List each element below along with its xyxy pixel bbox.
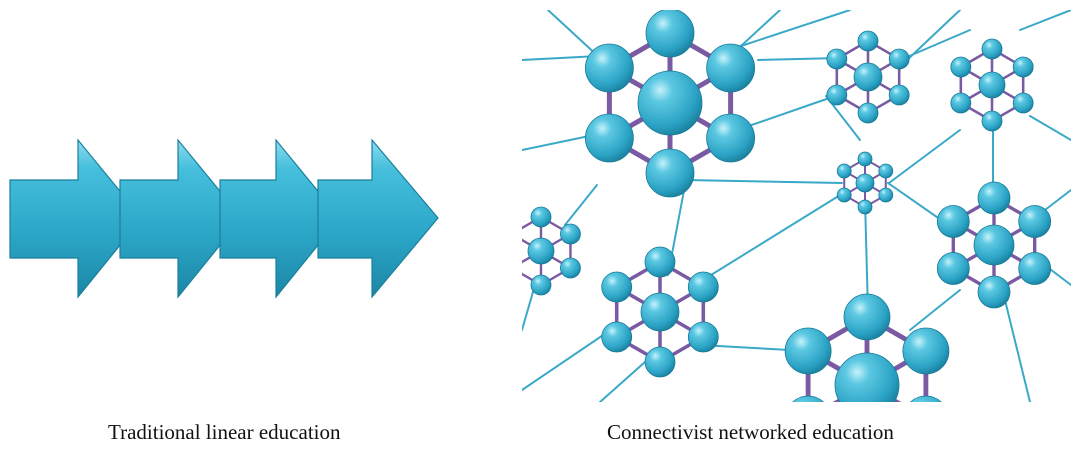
network-node xyxy=(530,274,552,296)
network-node xyxy=(1012,92,1034,114)
network-node xyxy=(560,223,581,245)
network-link xyxy=(599,361,646,402)
linear-arrows-diagram xyxy=(9,138,439,299)
network-node xyxy=(637,70,703,136)
network-node xyxy=(857,151,873,167)
network-node xyxy=(584,113,634,163)
network-node xyxy=(836,163,852,179)
network-node xyxy=(706,43,756,93)
network-node xyxy=(836,187,852,203)
network-node xyxy=(527,237,555,265)
network-link xyxy=(864,199,869,313)
caption-linear-education: Traditional linear education xyxy=(108,420,341,444)
network-node xyxy=(706,113,756,163)
network-node xyxy=(601,271,633,303)
network-link xyxy=(1002,291,1031,402)
network-link xyxy=(1044,189,1071,211)
network-node xyxy=(973,224,1015,266)
network-link xyxy=(685,179,843,184)
network-link xyxy=(1019,10,1071,31)
network-node xyxy=(857,30,879,52)
network-node xyxy=(645,10,695,58)
network-node xyxy=(888,48,910,70)
arrow-3 xyxy=(219,138,341,299)
network-node xyxy=(950,56,972,78)
network-node xyxy=(584,43,634,93)
network-node xyxy=(977,181,1011,215)
network-node xyxy=(855,173,875,193)
arrow-4 xyxy=(317,138,439,299)
network-link xyxy=(899,29,971,61)
network-node xyxy=(1018,205,1052,238)
network-diagram xyxy=(522,10,1071,402)
network-node xyxy=(981,38,1003,60)
network-link xyxy=(757,57,841,61)
network-node xyxy=(834,352,900,402)
network-node xyxy=(560,257,581,279)
network-link xyxy=(888,129,961,184)
network-node xyxy=(792,395,825,402)
network-node xyxy=(687,321,719,353)
network-node xyxy=(978,71,1006,99)
network-node xyxy=(644,346,676,378)
network-link xyxy=(564,184,598,226)
network-link xyxy=(1029,115,1071,141)
network-link xyxy=(887,182,945,223)
network-node xyxy=(936,205,970,238)
network-link xyxy=(522,134,595,151)
network-node xyxy=(902,327,950,375)
network-links xyxy=(522,10,1071,402)
network-node xyxy=(878,187,894,203)
network-link xyxy=(909,289,961,331)
arrow-chain xyxy=(9,138,439,299)
network-node xyxy=(530,206,552,228)
caption-networked-education: Connectivist networked education xyxy=(607,420,894,444)
network-node xyxy=(601,321,633,353)
network-link xyxy=(522,284,536,331)
network-link xyxy=(547,10,601,59)
network-node xyxy=(1012,56,1034,78)
network-node xyxy=(857,102,879,124)
network-node xyxy=(826,48,848,70)
network-node xyxy=(878,163,894,179)
network-link xyxy=(702,191,846,281)
network-node xyxy=(843,293,891,341)
network-node xyxy=(950,92,972,114)
network-node xyxy=(784,327,832,375)
network-node xyxy=(644,246,676,278)
network-node xyxy=(981,110,1003,132)
network-node xyxy=(977,275,1011,309)
network-node xyxy=(909,395,942,402)
arrow-1 xyxy=(9,138,143,299)
network-nodes xyxy=(527,10,1052,402)
network-node xyxy=(936,252,970,285)
network-node xyxy=(888,84,910,106)
network-link xyxy=(734,10,851,49)
network-node xyxy=(1018,252,1052,285)
network-node xyxy=(640,292,680,332)
arrow-2 xyxy=(119,138,243,299)
network-node xyxy=(645,148,695,198)
network-node xyxy=(853,62,883,92)
network-link xyxy=(742,94,839,129)
network-node xyxy=(687,271,719,303)
network-node xyxy=(857,199,873,215)
network-node xyxy=(826,84,848,106)
